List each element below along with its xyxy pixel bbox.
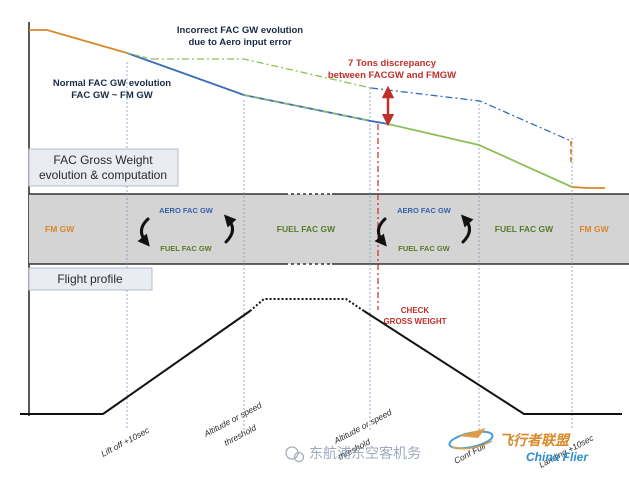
china-flier-logo-icon [448, 428, 494, 450]
cycle-arrow-right-1 [223, 214, 237, 244]
flight-profile-box [28, 267, 153, 291]
gross-weight-box-line1: FAC Gross Weight [53, 153, 153, 167]
incorrect-fac-gw-line [152, 58, 372, 89]
watermark-brand-en: China Flier [526, 450, 589, 464]
fuel-line-dashed [243, 94, 372, 122]
phase-liftoff: Lift off +10sec [99, 425, 151, 459]
band-aero-fac-gw-2: AERO FAC GW [397, 206, 452, 215]
check-label-1: CHECK [401, 306, 430, 315]
fm-gw-line-start [29, 29, 128, 54]
watermark-brand-cn: 飞行者联盟 [499, 432, 571, 448]
normal-label-2: FAC GW ~ FM GW [71, 90, 153, 101]
incorrect-label-1: Incorrect FAC GW evolution [177, 25, 303, 36]
band-fm-gw-right: FM GW [579, 224, 609, 234]
band-aero-fac-gw-1: AERO FAC GW [159, 206, 214, 215]
incorrect-line-start [126, 52, 153, 60]
band-fuel-fac-gw-main-2: FUEL FAC GW [495, 224, 554, 234]
discrepancy-label-2: between FACGW and FMGW [328, 70, 456, 81]
flight-profile-label: Flight profile [57, 272, 123, 286]
incorrect-label-2: due to Aero input error [188, 37, 291, 48]
fuel-fac-gw-line [387, 123, 573, 188]
profile-descent [363, 310, 622, 415]
wechat-icon [285, 446, 305, 463]
watermark-cn-text: 东航浦东空客机务 [309, 445, 421, 461]
gross-weight-box [28, 148, 179, 187]
cycle-arrow-left-2 [374, 217, 387, 247]
band-fm-gw-left: FM GW [45, 224, 75, 234]
profile-climb [20, 310, 251, 415]
check-label-2: GROSS WEIGHT [383, 317, 446, 326]
band-fuel-fac-gw-1: FUEL FAC GW [160, 244, 212, 253]
cycle-arrow-right-2 [460, 214, 474, 244]
normal-label-1: Normal FAC GW evolution [53, 78, 171, 89]
computation-band [29, 194, 629, 264]
incorrect-fac-gw-line-2 [370, 87, 572, 142]
fm-gw-line-end [571, 186, 605, 189]
band-fuel-fac-gw-2: FUEL FAC GW [398, 244, 450, 253]
band-fuel-fac-gw-main-1: FUEL FAC GW [277, 224, 336, 234]
cycle-arrow-left-1 [137, 217, 150, 247]
discrepancy-label-1: 7 Tons discrepancy [348, 58, 437, 69]
profile-cruise [249, 298, 365, 312]
gross-weight-box-line2: evolution & computation [39, 168, 167, 182]
